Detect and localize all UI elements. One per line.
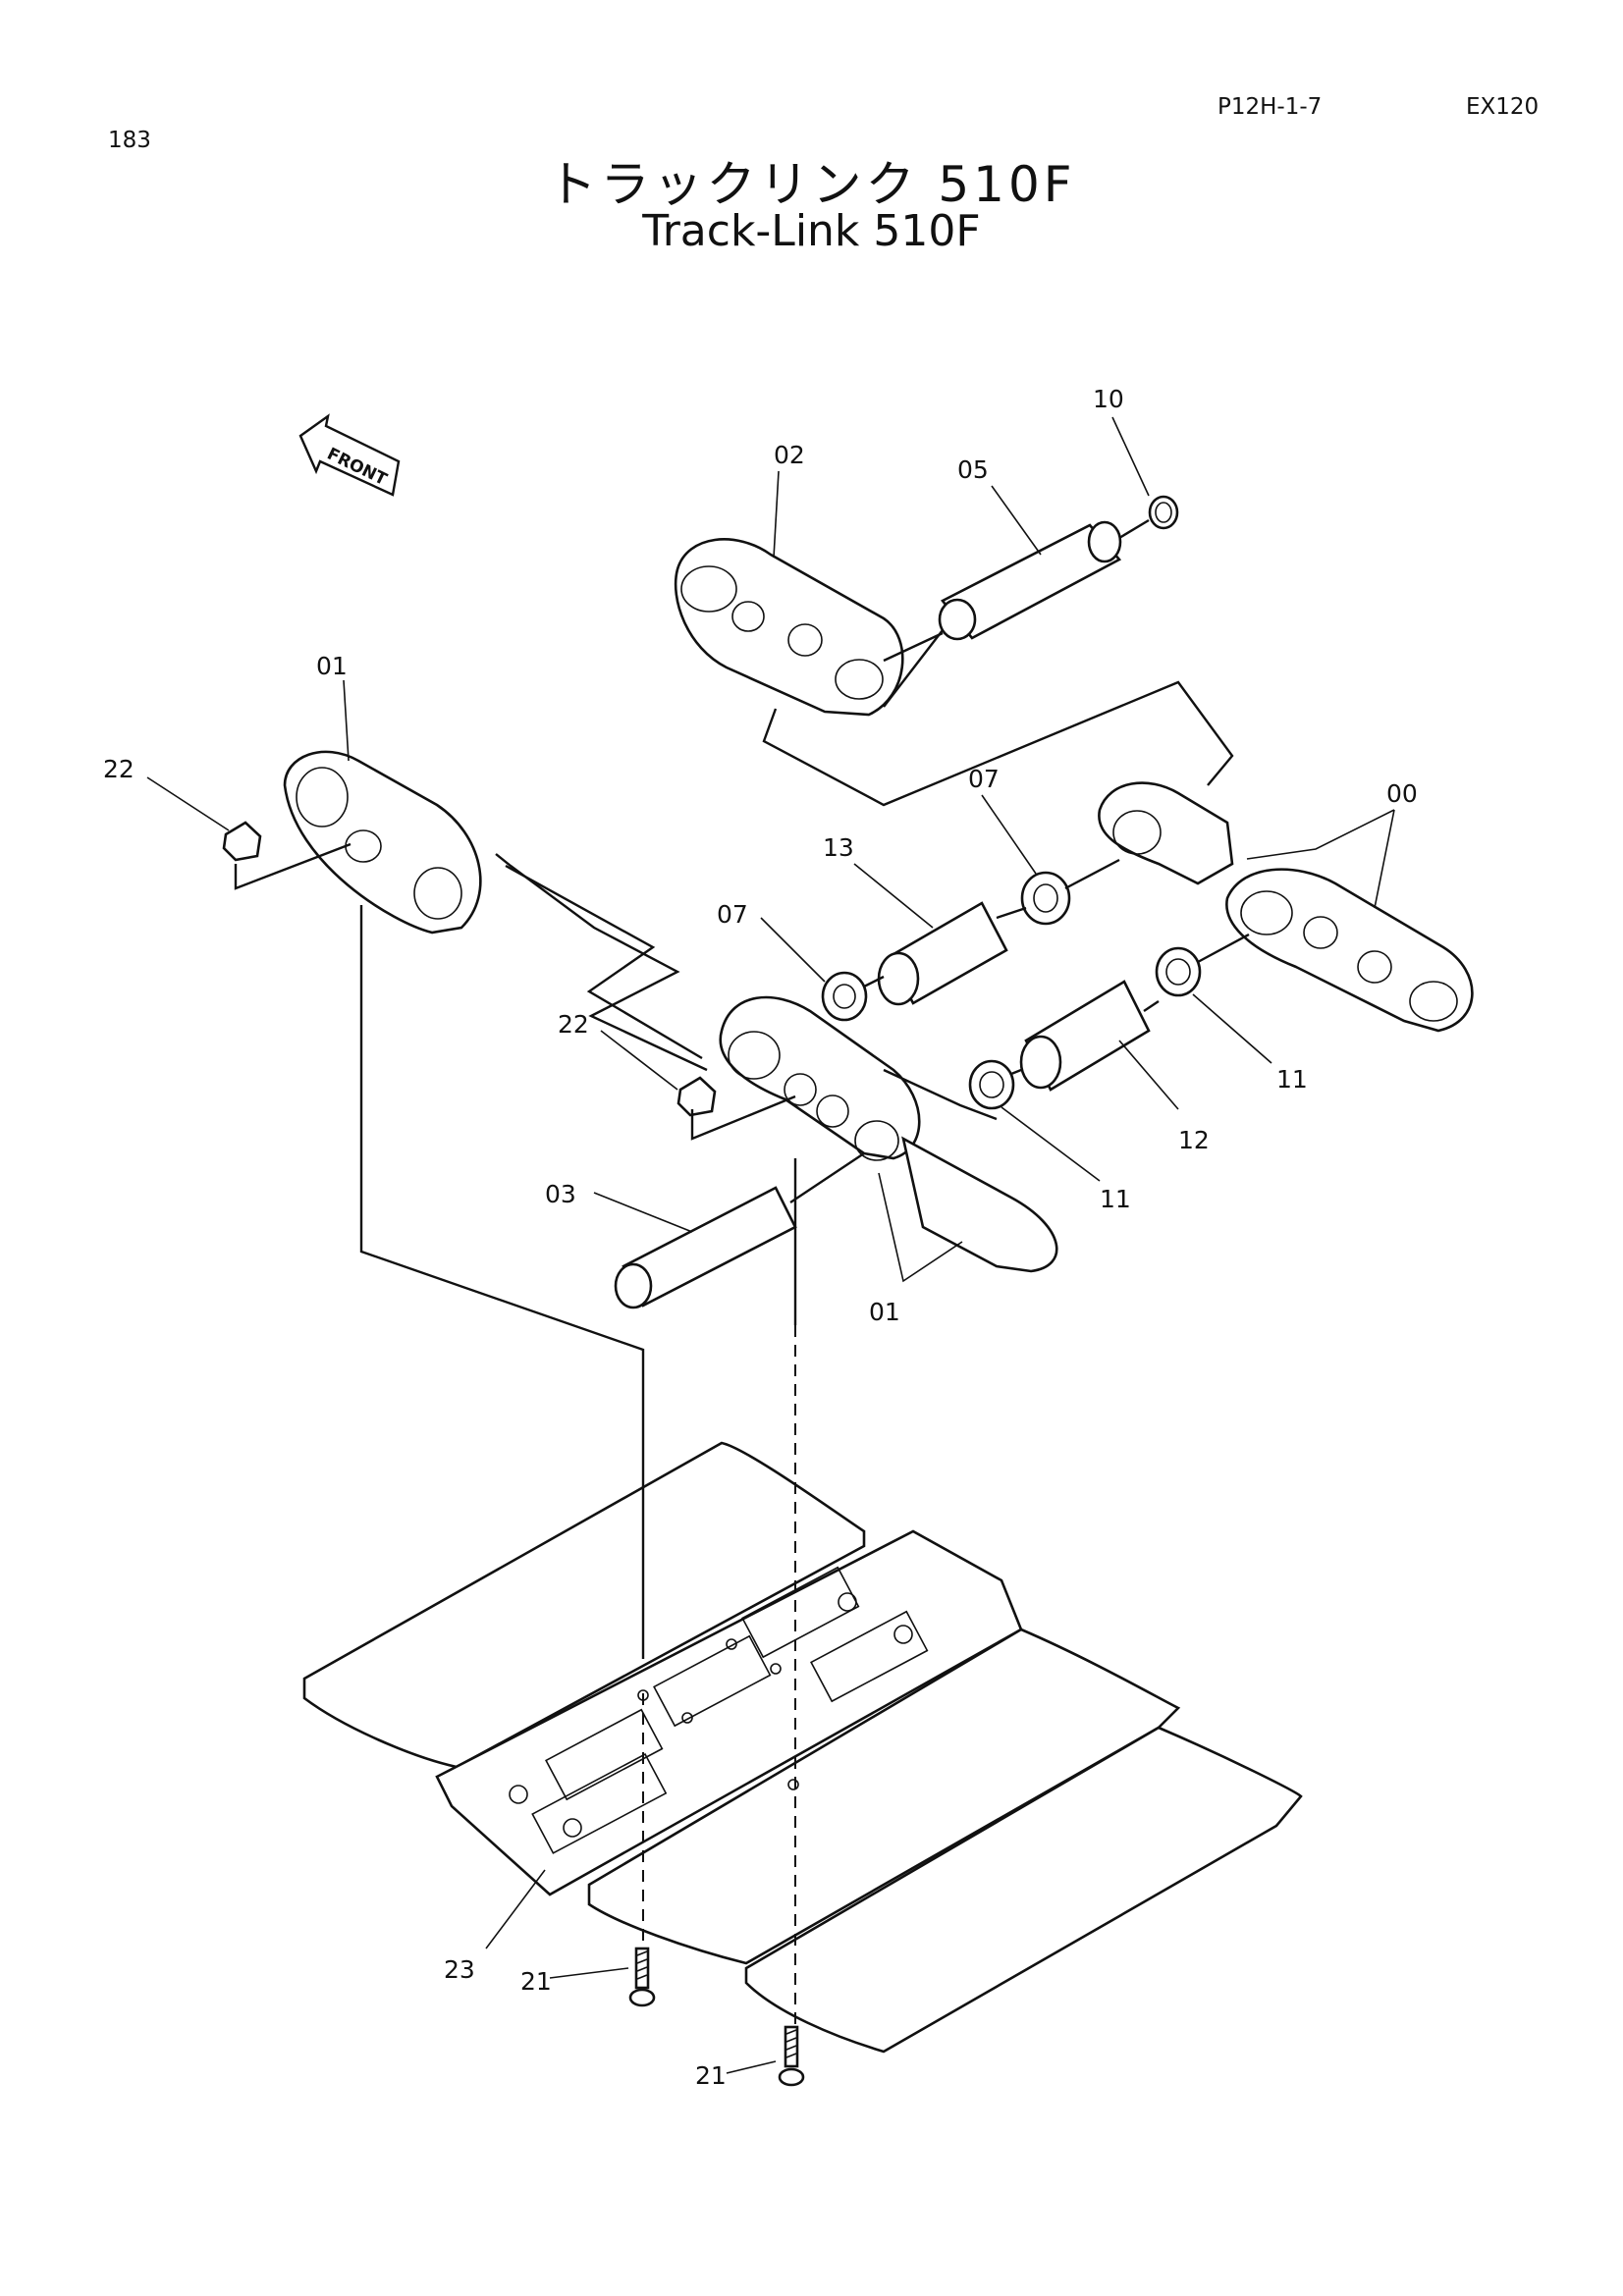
part-23-track-shoe bbox=[302, 1441, 1303, 2054]
callout-11-lower: 11 bbox=[1100, 1185, 1131, 1213]
part-13-bushing bbox=[877, 901, 1008, 1006]
part-22-nut-left bbox=[222, 821, 262, 862]
callout-23: 23 bbox=[444, 1955, 475, 1984]
callout-00: 00 bbox=[1386, 779, 1418, 808]
part-03-pin bbox=[614, 1186, 797, 1309]
callout-21-left: 21 bbox=[520, 1967, 552, 1996]
callout-21-right: 21 bbox=[695, 2061, 727, 2090]
callout-22-center: 22 bbox=[558, 1010, 589, 1039]
part-07-seal-lower bbox=[821, 971, 868, 1022]
page-number: 183 bbox=[108, 128, 151, 153]
front-arrow-icon: FRONT bbox=[298, 413, 401, 497]
part-01-link-center bbox=[719, 995, 1058, 1273]
callout-01-left: 01 bbox=[316, 652, 348, 680]
part-01-link-left bbox=[283, 750, 482, 934]
part-05-master-pin bbox=[938, 520, 1122, 641]
callout-07-upper: 07 bbox=[968, 765, 1000, 793]
callout-22-left: 22 bbox=[103, 755, 135, 783]
title-english: Track-Link 510F bbox=[642, 206, 981, 256]
page-code: P12H-1-7 bbox=[1217, 94, 1323, 120]
callout-05: 05 bbox=[957, 455, 989, 484]
callout-10: 10 bbox=[1093, 385, 1124, 413]
part-07-seal-upper bbox=[1020, 871, 1071, 926]
part-11-seal-lower bbox=[968, 1059, 1015, 1110]
part-11-seal-upper bbox=[1155, 946, 1202, 997]
callout-07-lower: 07 bbox=[717, 900, 748, 929]
part-10-snap-ring bbox=[1148, 495, 1179, 530]
title-japanese: トラックリンク 510F bbox=[547, 156, 1076, 213]
assembly-lines bbox=[234, 518, 1250, 2027]
callout-03: 03 bbox=[545, 1180, 576, 1208]
part-12-bushing bbox=[1019, 980, 1151, 1092]
part-22-nut-center bbox=[676, 1076, 717, 1117]
callout-13: 13 bbox=[823, 833, 854, 862]
part-21-bolt-left bbox=[628, 1947, 656, 2007]
callout-02: 02 bbox=[774, 441, 805, 469]
part-00-link-assembly bbox=[1098, 781, 1474, 1033]
part-02-master-link bbox=[674, 538, 904, 717]
callout-11-right: 11 bbox=[1276, 1065, 1308, 1094]
callout-01-center: 01 bbox=[869, 1298, 900, 1326]
leader-lines bbox=[146, 416, 1395, 2074]
model-code: EX120 bbox=[1466, 94, 1540, 120]
callout-12: 12 bbox=[1178, 1126, 1210, 1154]
part-21-bolt-right bbox=[778, 2025, 805, 2087]
